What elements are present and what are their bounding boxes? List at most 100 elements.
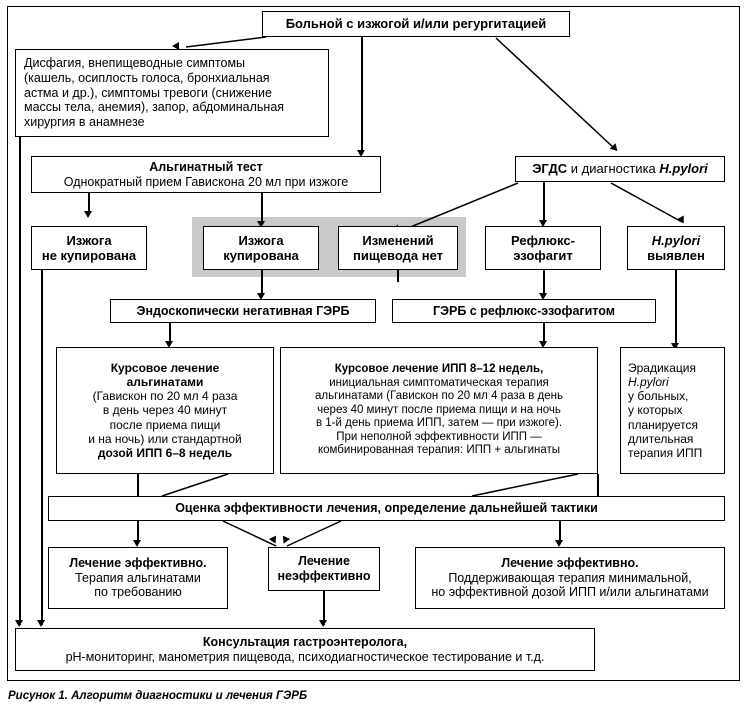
node-hpylori-line-0: H.pylori	[651, 232, 701, 248]
edge-nerd-to-alginate-course	[169, 323, 171, 345]
node-alarm-line-2: астма и др.), симптомы тревоги (снижение	[24, 85, 272, 100]
node-patient-line-0: Больной с изжогой и/или регургитацией	[285, 16, 547, 32]
edge-egds-to-hpylori	[610, 182, 683, 223]
arrowhead-not-relieved	[84, 211, 92, 218]
node-alarm-line-0: Дисфагия, внепищеводные симптомы	[24, 56, 246, 71]
node-alginate-test-line-0: Альгинатный тест	[149, 159, 263, 174]
figure-frame	[7, 6, 740, 681]
node-no-changes-line-1: пищевода нет	[352, 248, 443, 263]
node-ppi-course-line-2: альгинатами (Гавискон по 20 мл 4 раза в …	[315, 390, 563, 403]
arrowhead-reflux	[539, 220, 547, 227]
arrowhead-consultation-from-not-relieved	[37, 620, 45, 627]
figure-caption: Рисунок 1. Алгоритм диагностики и лечени…	[8, 690, 308, 702]
node-eradication-line-2: у больных,	[628, 389, 689, 404]
node-egds-hpylori: H.pylori	[659, 161, 708, 177]
node-hpylori-line-1: выявлен	[647, 248, 705, 263]
edge-ppi-course-to-evaluation	[597, 474, 599, 496]
node-alarm-symptoms[interactable]: Дисфагия, внепищеводные симптомы (кашель…	[15, 49, 329, 137]
arrowhead-relieved	[257, 221, 265, 228]
node-eradication-line-4: планируется	[628, 417, 699, 432]
node-effective-right[interactable]: Лечение эффективно. Поддерживающая терап…	[415, 547, 725, 609]
node-no-esophageal-changes[interactable]: Изменений пищевода нет	[338, 226, 458, 270]
edge-egds-to-no-changes	[407, 182, 519, 229]
arrowhead-alarm	[172, 42, 179, 50]
node-no-changes-line-0: Изменений	[362, 232, 434, 248]
edge-gerd-to-ppi-course	[543, 323, 545, 345]
edge-alginate-to-not-relieved	[88, 193, 90, 213]
edge-evaluation-to-ineffective-left	[222, 520, 277, 547]
arrowhead-nerd-from-relieved	[257, 293, 265, 300]
node-ppi-course[interactable]: Курсовое лечение ИПП 8–12 недель, инициа…	[280, 347, 598, 474]
node-patient[interactable]: Больной с изжогой и/или регургитацией	[262, 11, 570, 37]
node-reflux-line-1: эзофагит	[513, 248, 573, 263]
node-hpylori-detected[interactable]: H.pylori выявлен	[627, 226, 725, 270]
node-reflux-line-0: Рефлюкс-	[511, 232, 575, 248]
edge-ineffective-to-consultation	[323, 591, 325, 625]
edge-not-relieved-to-consultation	[41, 270, 43, 625]
node-effective-left-line-0: Лечение эффективно.	[69, 556, 207, 571]
node-alginate-test-line-1: Однократный прием Гавискона 20 мл при из…	[63, 174, 349, 189]
node-alarm-line-3: массы тела, анемия), запор, абдоминальна…	[24, 100, 285, 115]
node-not-relieved-line-0: Изжога	[66, 232, 112, 248]
edge-evaluation-to-effective-left	[137, 521, 139, 543]
node-ppi-course-line-0: Курсовое лечение ИПП 8–12 недель,	[334, 363, 544, 376]
node-alginate-course-line-1: альгинатами	[126, 375, 204, 390]
node-egds[interactable]: ЭГДС и диагностика H.pylori	[515, 156, 725, 182]
node-effective-right-line-1: Поддерживающая терапия минимальной,	[448, 570, 692, 585]
node-effective-right-line-0: Лечение эффективно.	[501, 556, 639, 571]
node-eradication[interactable]: Эрадикация H.pylori у больных, у которых…	[620, 347, 725, 474]
edge-alginate-course-diag-to-evaluation	[161, 473, 229, 497]
arrowhead-alginate-test	[357, 150, 365, 157]
arrowhead-consultation-from-ineffective	[319, 620, 327, 627]
node-relieved-line-1: купирована	[223, 248, 299, 263]
node-egds-rest: и диагностика	[567, 161, 660, 177]
edge-evaluation-to-effective-right	[559, 521, 561, 543]
node-alginate-course-line-3: в день через 40 минут	[102, 403, 228, 418]
node-eradication-line-5: длительная	[628, 431, 694, 446]
edge-alginate-course-to-evaluation	[137, 474, 139, 496]
node-not-relieved-line-1: не купирована	[41, 248, 137, 263]
node-evaluation[interactable]: Оценка эффективности лечения, определени…	[48, 496, 725, 521]
node-ppi-course-line-5: При неполной эффективности ИПП —	[336, 430, 542, 443]
edge-egds-to-reflux	[543, 182, 545, 222]
node-ppi-course-line-4: в 1-й день приема ИПП, затем — при изжог…	[315, 417, 563, 430]
node-gerd-line-0: ГЭРБ с рефлюкс-эзофагитом	[433, 303, 615, 318]
node-consultation-line-0: Консультация гастроэнтеролога,	[202, 634, 408, 649]
edge-evaluation-to-ineffective-right	[286, 520, 342, 547]
edge-patient-to-egds	[495, 37, 616, 150]
node-nerd[interactable]: Эндоскопически негативная ГЭРБ	[110, 299, 376, 323]
node-ppi-course-line-1: инициальная симптоматическая терапия	[329, 376, 549, 389]
node-reflux-esophagitis[interactable]: Рефлюкс- эзофагит	[485, 226, 601, 270]
node-evaluation-line-0: Оценка эффективности лечения, определени…	[175, 501, 598, 516]
node-gerd-with-esophagitis[interactable]: ГЭРБ с рефлюкс-эзофагитом	[392, 299, 656, 323]
node-eradication-line-6: терапия ИПП	[628, 445, 703, 460]
arrowhead-ppi-course	[539, 341, 547, 348]
node-consultation[interactable]: Консультация гастроэнтеролога, pH-монито…	[15, 628, 595, 671]
arrowhead-alginate-course	[165, 341, 173, 348]
node-ineffective-line-0: Лечение	[298, 554, 350, 569]
node-egds-line-0: ЭГДС	[532, 161, 568, 177]
node-alginate-course-line-5: и на ночь) или стандартной	[88, 431, 242, 446]
node-heartburn-not-relieved[interactable]: Изжога не купирована	[31, 226, 147, 270]
node-effective-right-line-2: но эффективной дозой ИПП и/или альгината…	[431, 585, 709, 600]
node-alginate-test[interactable]: Альгинатный тест Однократный прием Гавис…	[31, 156, 381, 193]
node-eradication-line-3: у которых	[628, 403, 683, 418]
node-alginate-course[interactable]: Курсовое лечение альгинатами (Гавискон п…	[56, 347, 274, 474]
node-alarm-line-1: (кашель, осиплость голоса, бронхиальная	[24, 71, 270, 86]
edge-reflux-to-gerd	[543, 270, 545, 295]
edge-alginate-to-relieved	[261, 193, 263, 223]
node-effective-left[interactable]: Лечение эффективно. Терапия альгинатами …	[48, 547, 228, 609]
arrowhead-effective-left	[133, 540, 141, 547]
node-ppi-course-line-3: через 40 минут после приема пищи и на но…	[317, 403, 561, 416]
node-alginate-course-line-2: (Гавискон по 20 мл 4 раза	[92, 389, 238, 404]
edge-hpylori-to-eradication	[675, 270, 677, 345]
edge-ppi-course-diag-to-evaluation	[471, 473, 579, 497]
node-ppi-course-line-6: комбинированная терапия: ИПП + альгинаты	[317, 444, 561, 457]
node-eradication-line-1: H.pylori	[628, 375, 669, 390]
arrowhead-consultation-from-alarm	[15, 620, 23, 627]
node-heartburn-relieved[interactable]: Изжога купирована	[203, 226, 319, 270]
node-alginate-course-line-0: Курсовое лечение	[110, 361, 220, 376]
node-relieved-line-0: Изжога	[238, 232, 284, 248]
node-ineffective[interactable]: Лечение неэффективно	[268, 547, 380, 591]
